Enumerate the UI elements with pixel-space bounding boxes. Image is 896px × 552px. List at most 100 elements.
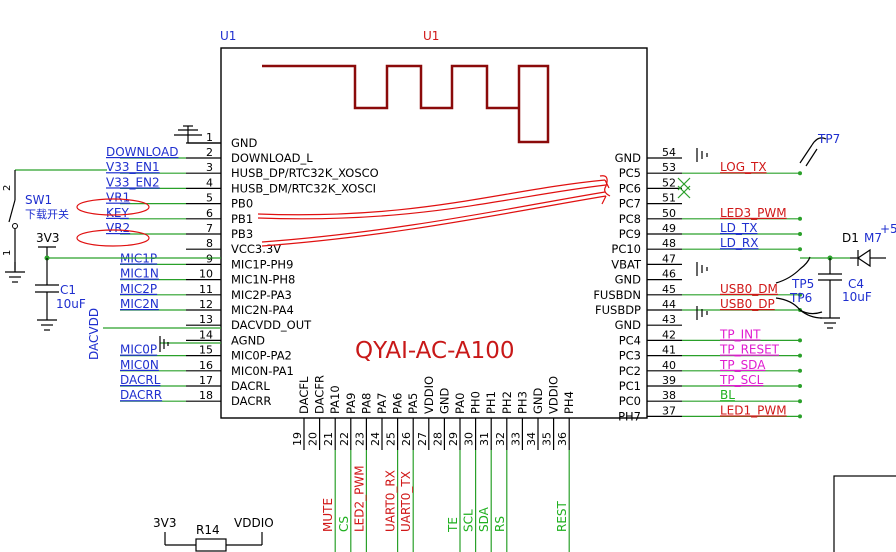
r14-right-net: VDDIO — [234, 516, 274, 530]
right-net-label: USB0_DM — [720, 282, 778, 296]
right-pin-name: PH7 — [618, 409, 641, 423]
right-pin-name: GND — [615, 151, 642, 165]
bottom-pin-name: PA6 — [391, 393, 405, 414]
bottom-pin-number: 24 — [369, 432, 382, 446]
bottom-net-label: REST — [555, 500, 569, 532]
bottom-pin-name: GND — [531, 387, 545, 414]
left-net-label: V33_EN1 — [106, 160, 160, 174]
right-pin-name: PC5 — [619, 166, 641, 180]
right-pin-number: 37 — [662, 404, 676, 417]
bottom-pin-number: 33 — [509, 432, 522, 446]
tp6-label: TP6 — [789, 291, 812, 305]
left-net-label: VR2 — [106, 221, 130, 235]
bottom-pin-name: PA8 — [359, 393, 373, 414]
left-net-label: MIC1N — [120, 267, 159, 281]
bottom-pin-number: 19 — [291, 432, 304, 446]
right-pin-name: FUSBDN — [593, 288, 641, 302]
left-pin-number: 4 — [206, 176, 213, 189]
right-pin-number: 45 — [662, 283, 676, 296]
bottom-pin-name: PA7 — [375, 393, 389, 414]
left-pin-name: DOWNLOAD_L — [231, 151, 313, 165]
right-net-dot — [798, 368, 802, 373]
bottom-pin-number: 32 — [494, 432, 507, 446]
sw1-pin2: 2 — [2, 185, 13, 191]
antenna-trace — [262, 64, 550, 144]
gnd-right-symbols — [696, 148, 708, 320]
left-pin-number: 3 — [206, 161, 213, 174]
sw1-designator: SW1 — [25, 193, 52, 207]
sw1-description: 下载开关 — [25, 207, 69, 221]
right-pin-name: GND — [615, 273, 642, 287]
left-pin-number: 13 — [199, 313, 213, 326]
bottom-pin-number: 28 — [431, 432, 444, 446]
designator-left: U1 — [220, 29, 236, 43]
bottom-pin-number: 36 — [556, 432, 569, 446]
left-pin-number: 16 — [199, 359, 213, 372]
right-pin-number: 40 — [662, 359, 676, 372]
right-pin-number: 53 — [662, 161, 676, 174]
bottom-pin-name: PH4 — [562, 391, 576, 414]
left-pin-number: 10 — [199, 268, 213, 281]
left-pin-number: 14 — [199, 328, 213, 341]
bottom-pin-number: 31 — [478, 432, 491, 446]
right-net-dot — [798, 384, 802, 388]
bottom-pin-number: 23 — [353, 432, 366, 446]
left-pin-name: HUSB_DM/RTC32K_XOSCI — [231, 181, 376, 195]
no-connect-marks — [677, 177, 691, 199]
right-net-dot — [798, 247, 802, 252]
right-pin-name: FUSBDP — [595, 303, 641, 317]
left-pin-number: 7 — [206, 222, 213, 235]
right-net-dot — [798, 353, 802, 358]
right-net-label: LD_TX — [720, 221, 757, 235]
left-net-label: VR1 — [106, 191, 130, 205]
c1-designator: C1 — [60, 283, 76, 297]
bottom-net-label: LED2_PWM — [352, 465, 366, 532]
left-pin-number: 1 — [206, 131, 213, 144]
left-pin-number: 6 — [206, 207, 213, 220]
left-pin-name: MIC0N-PA1 — [231, 364, 294, 378]
adjacent-frame — [833, 475, 896, 552]
bottom-net-label: UART0_RX — [384, 470, 398, 532]
left-net-label: MIC2N — [120, 297, 159, 311]
left-net-label: DOWNLOAD — [106, 145, 178, 159]
bottom-pin-name: PH2 — [500, 391, 514, 414]
bottom-net-label: MUTE — [321, 498, 335, 532]
left-net-label: DACRR — [120, 388, 162, 402]
right-net-dot — [798, 338, 802, 343]
tp5-label: TP5 — [791, 277, 814, 291]
r14-designator: R14 — [196, 523, 220, 537]
right-pin-name: PC1 — [619, 379, 641, 393]
bottom-pin-number: 34 — [525, 432, 538, 446]
right-pin-name: PC2 — [619, 364, 641, 378]
bottom-pin-name: VDDIO — [422, 376, 436, 414]
bottom-pin-number: 35 — [541, 432, 554, 446]
right-pin-number: 50 — [662, 207, 676, 220]
right-pin-name: VBAT — [611, 257, 642, 271]
r14-left-net: 3V3 — [153, 516, 176, 530]
right-net-dot — [798, 232, 802, 236]
right-net-dot — [798, 399, 802, 404]
right-net-dot — [798, 216, 802, 221]
right-pin-number: 44 — [662, 298, 676, 311]
vbat-network — [800, 248, 886, 329]
ground-symbol-top — [174, 125, 221, 144]
bottom-pin-name: PH1 — [484, 391, 498, 414]
right-net-label: USB0_DP — [720, 297, 775, 311]
right-net-dot — [798, 414, 802, 419]
right-pin-name: PC0 — [619, 394, 641, 408]
bottom-pin-name: DACFR — [313, 375, 327, 414]
bottom-net-label: RS — [493, 516, 507, 532]
left-pin-name: MIC1P-PH9 — [231, 257, 293, 271]
bottom-net-label: TE — [446, 517, 460, 533]
left-pin-name: MIC1N-PH8 — [231, 273, 295, 287]
m7-label: M7 — [864, 231, 882, 245]
net-dacvdd: DACVDD — [87, 308, 101, 360]
bottom-pin-name: VDDIO — [547, 376, 561, 414]
bottom-pin-name: PA0 — [453, 393, 467, 414]
bottom-pin-number: 29 — [447, 432, 460, 446]
left-net-label: V33_EN2 — [106, 175, 160, 189]
right-net-label: LED1_PWM — [720, 403, 787, 417]
left-pin-name: MIC0P-PA2 — [231, 349, 292, 363]
right-net-label: TP_SDA — [719, 358, 766, 372]
right-pin-name: PC7 — [619, 197, 641, 211]
